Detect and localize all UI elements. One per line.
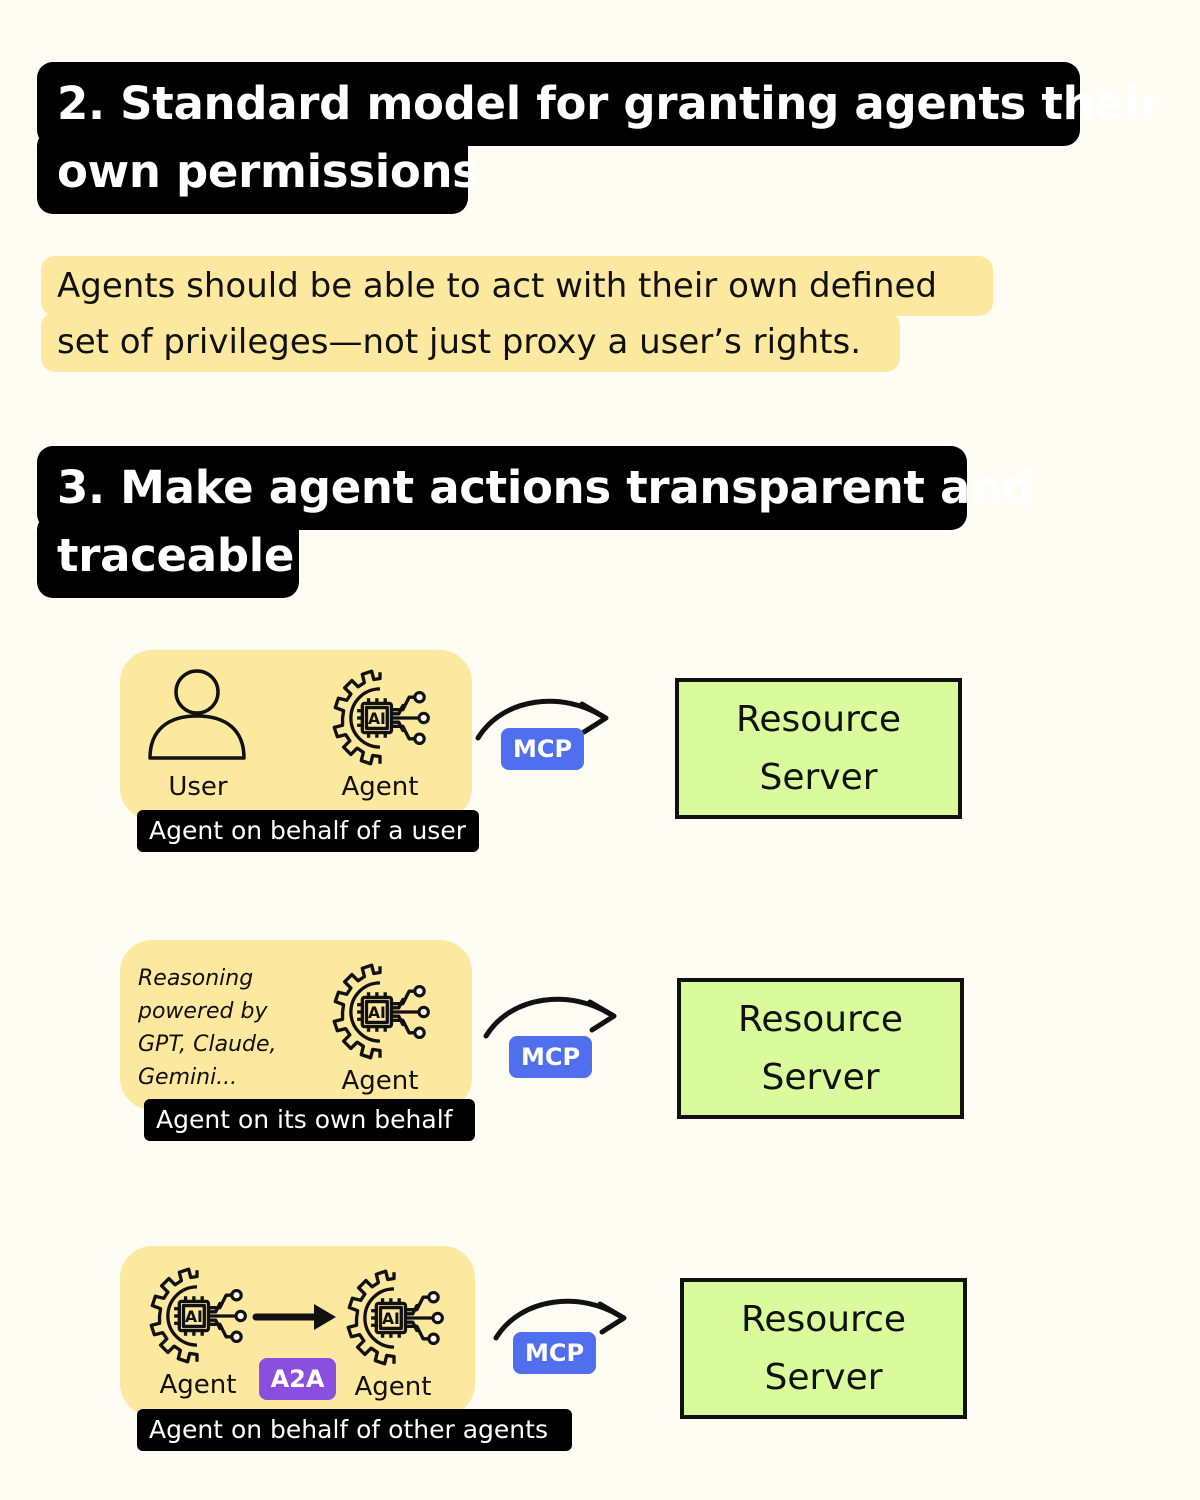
mcp-badge: MCP [509, 1036, 592, 1078]
ai-gear-icon [342, 1266, 446, 1370]
mcp-badge: MCP [513, 1332, 596, 1374]
server-label-line1: Resource [737, 998, 904, 1040]
agent-label: Agent [354, 1372, 432, 1402]
mcp-badge: MCP [501, 728, 584, 770]
user-label: User [168, 772, 228, 802]
reasoning-note-line: powered by [138, 999, 268, 1024]
actor-panel [120, 940, 472, 1110]
server-label-line2: Server [759, 756, 878, 798]
section3-heading-line1: 3. Make agent actions transparent and [37, 446, 1034, 530]
resource-server-box: Resource Server [675, 678, 962, 819]
server-label-line1: Resource [740, 1298, 907, 1340]
reasoning-note-line: Reasoning [138, 966, 254, 991]
right-arrow-icon [252, 1304, 336, 1330]
ai-gear-icon [328, 666, 432, 770]
actor-panel [120, 650, 472, 820]
section2-body-line1: Agents should be able to act with their … [41, 256, 993, 316]
server-label-line1: Resource [735, 698, 902, 740]
scenario-caption: Agent on behalf of other agents [137, 1409, 572, 1451]
a2a-badge: A2A [259, 1358, 336, 1400]
agent-label: Agent [341, 1066, 419, 1096]
reasoning-note: Reasoning powered by GPT, Claude, Gemini… [138, 962, 277, 1094]
agent-label: Agent [159, 1370, 237, 1400]
ai-gear-icon [145, 1264, 249, 1368]
resource-server-box: Resource Server [680, 1278, 967, 1419]
reasoning-note-line: GPT, Claude, [138, 1032, 277, 1057]
section2-heading-line2: own permissions [37, 130, 479, 214]
user-icon [148, 669, 246, 760]
section2-body-line2: set of privileges—not just proxy a user’… [41, 312, 900, 372]
server-label-line2: Server [761, 1056, 880, 1098]
scenario-caption: Agent on its own behalf [144, 1099, 475, 1141]
reasoning-note-line: Gemini... [138, 1065, 238, 1090]
resource-server-box: Resource Server [677, 978, 964, 1119]
server-label-line2: Server [764, 1356, 883, 1398]
ai-gear-icon [328, 960, 432, 1064]
section3-heading-line2: traceable [37, 514, 299, 598]
scenario-caption: Agent on behalf of a user [137, 810, 479, 852]
agent-label: Agent [341, 772, 419, 802]
